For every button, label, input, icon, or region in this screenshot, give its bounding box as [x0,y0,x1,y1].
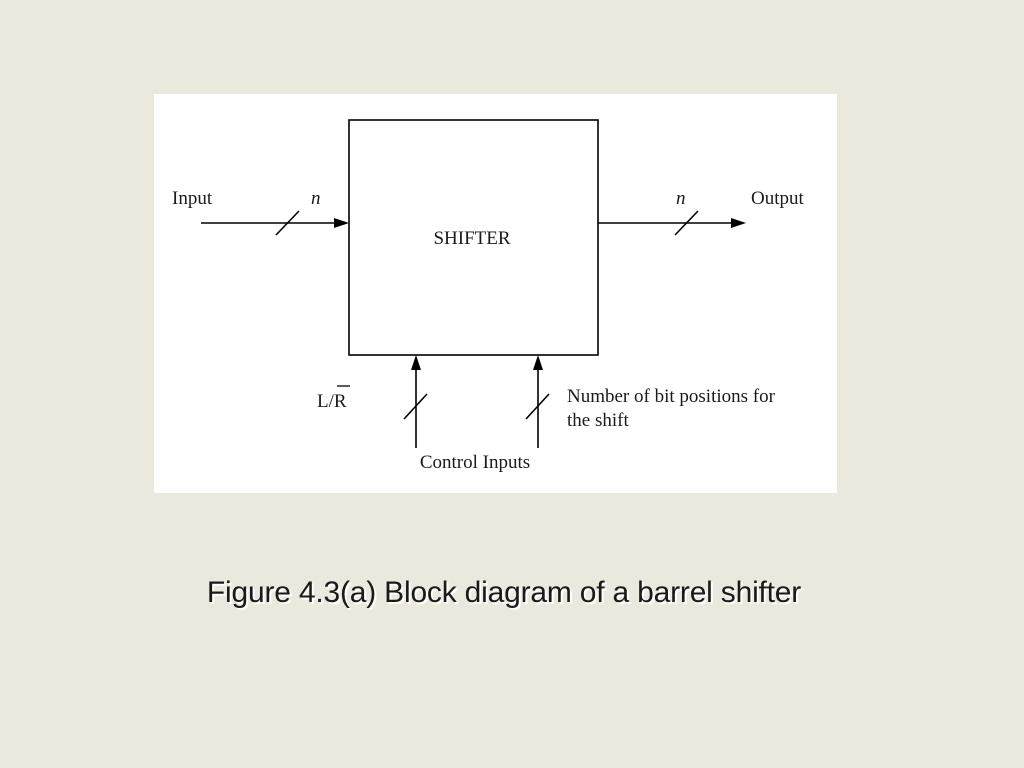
block-diagram: SHIFTER Input n n Output L/R Number of b… [172,119,805,473]
output-width-label: n [676,188,686,209]
shifter-label: SHIFTER [433,228,510,249]
figure-panel: SHIFTER Input n n Output L/R Number of b… [154,94,837,493]
shift-amount-arrowhead [533,355,543,370]
figure-caption: Figure 4.3(a) Block diagram of a barrel … [206,576,802,609]
input-arrowhead [334,218,349,228]
input-bus-slash [275,210,300,236]
input-label: Input [172,188,213,209]
shift-amount-label-line1: Number of bit positions for [567,386,776,407]
direction-bus-slash [403,393,428,420]
shift-amount-bus-slash [525,393,550,420]
output-label: Output [751,188,805,209]
output-arrowhead [731,218,746,228]
direction-label: L/R [317,391,347,412]
direction-arrowhead [411,355,421,370]
shift-amount-label-line2: the shift [567,410,629,431]
control-inputs-label: Control Inputs [420,452,530,473]
input-width-label: n [311,188,321,209]
shifter-block [348,119,599,356]
output-bus-slash [674,210,699,236]
